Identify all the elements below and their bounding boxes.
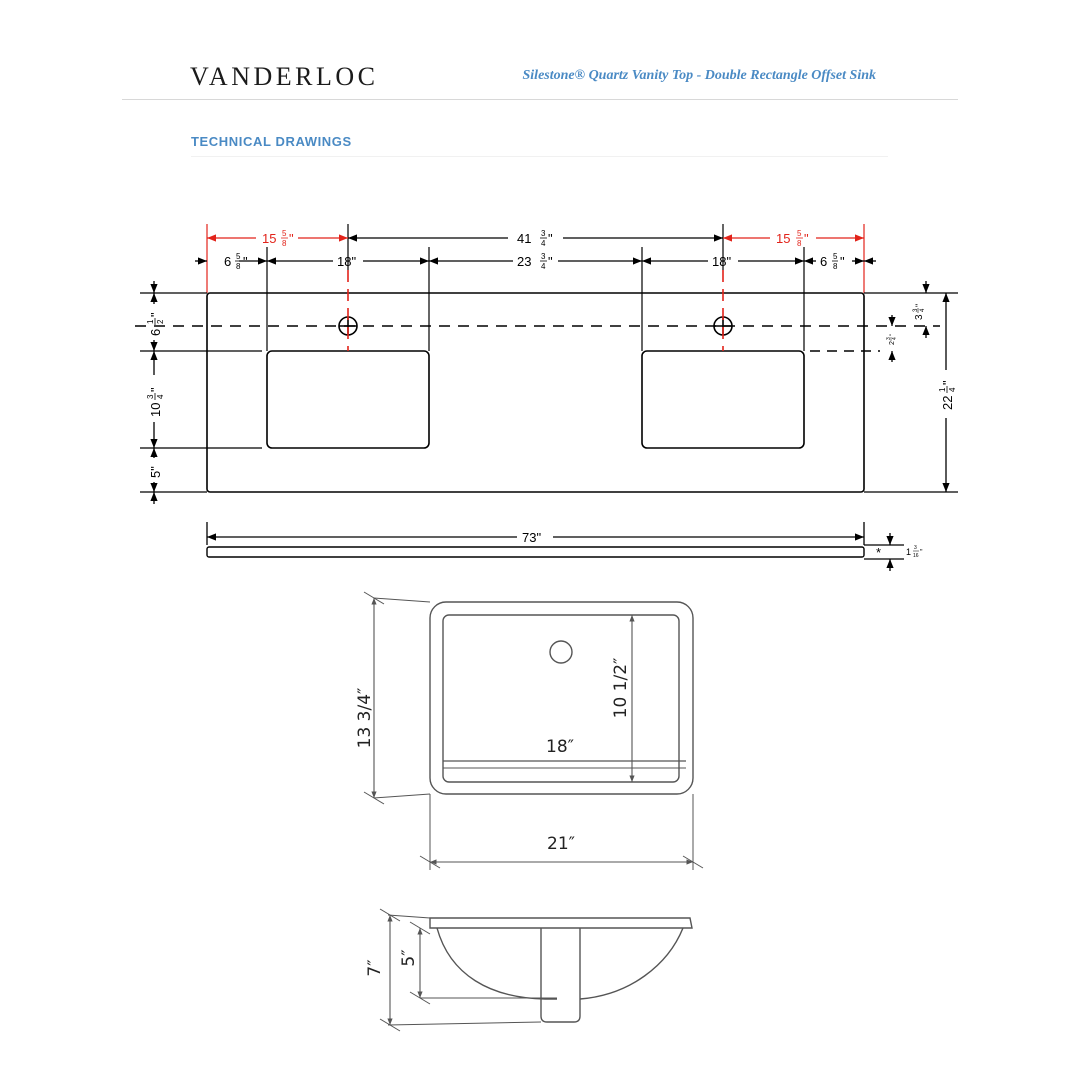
edge-to-bowl-right-label: 6 5 8 ": [820, 252, 845, 271]
left-bowl-cutout: [266, 350, 430, 449]
faucet-offset-left-unit: ": [289, 231, 294, 246]
edge-to-bowl-right-den: 8: [833, 262, 838, 271]
faucet-offset-left-whole: 15: [262, 231, 276, 246]
bowl-width-left-label: 18": [337, 254, 356, 269]
thickness-unit: ": [920, 549, 923, 556]
edge-to-bowl-left-num: 5: [236, 252, 241, 261]
faucet-spacing-num: 3: [541, 229, 546, 238]
bowl-depth-label: 10 3 4 ": [146, 387, 165, 417]
faucet-hole-to-bowl-label: 2 3 4 ": [886, 334, 898, 345]
back-to-faucet-hole-unit: ": [914, 304, 924, 307]
edge-to-bowl-left-whole: 6: [224, 254, 231, 269]
section-heading: TECHNICAL DRAWINGS: [191, 134, 352, 149]
left-vertical-dimensions: 6 1 2 " 10 3 4 " 5": [146, 281, 165, 504]
front-to-bowl-label: 5": [148, 466, 163, 478]
back-to-bowl-whole: 6: [148, 329, 163, 336]
faucet-hole-to-bowl-whole: 2: [889, 341, 896, 345]
right-vertical-dimensions: 3 3 4 " 2 3 4 " 22 1 4 ": [886, 281, 957, 492]
total-depth-den: 4: [948, 387, 957, 392]
edge-to-bowl-right-num: 5: [833, 252, 838, 261]
edge-to-bowl-left-unit: ": [243, 254, 248, 269]
vanity-top-front-view: 73" * 1 3 16 ": [206, 522, 923, 571]
brand-logo: VANDERLOC: [190, 62, 379, 91]
faucet-spacing-whole: 41: [517, 231, 531, 246]
document-title: Silestone® Quartz Vanity Top - Double Re…: [522, 68, 877, 83]
back-to-faucet-hole-den: 4: [920, 308, 926, 312]
sink-inner-width-label: 18″: [546, 737, 574, 757]
total-depth-unit: ": [940, 380, 955, 385]
back-to-faucet-hole-label: 3 3 4 ": [913, 304, 926, 320]
back-to-faucet-hole-num: 3: [913, 308, 919, 312]
sink-side-rim: [429, 917, 693, 929]
section-divider: [191, 156, 888, 157]
faucet-offset-left-label: 15 5 8 ": [262, 229, 294, 248]
sink-inner-depth-label: 10 1/2″: [611, 658, 631, 719]
faucet-spacing-unit: ": [548, 231, 553, 246]
bowl-spacing-whole: 23: [517, 254, 531, 269]
sink-bowl-depth-label: 5″: [399, 949, 419, 966]
back-to-bowl-label: 6 1 2 ": [146, 312, 165, 336]
faucet-hole-to-bowl-num: 3: [886, 337, 892, 340]
faucet-offset-right-num: 5: [797, 229, 802, 238]
faucet-offset-left-num: 5: [282, 229, 287, 238]
faucet-offset-right-label: 15 5 8 ": [776, 229, 809, 248]
bowl-spacing-label: 23 3 4 ": [517, 252, 553, 271]
bowl-depth-unit: ": [148, 387, 163, 392]
sink-top-view: 13 3/4″ 10 1/2″ 18″ 21″: [355, 591, 704, 870]
countertop-edge-profile: [206, 546, 865, 558]
back-to-bowl-num: 1: [146, 319, 155, 324]
faucet-dimension-row: 15 5 8 " 41 3 4 " 15 5 8 ": [207, 229, 864, 248]
back-to-faucet-hole-whole: 3: [914, 314, 925, 320]
edge-to-bowl-right-whole: 6: [820, 254, 827, 269]
sink-outer-rim: [429, 601, 694, 795]
sink-inner-bowl: [442, 614, 680, 783]
bowl-dimension-row: 6 5 8 " 18" 23 3 4 " 18" 6 5 8 ": [195, 252, 876, 271]
bowl-width-right-label: 18": [712, 254, 731, 269]
bowl-depth-num: 3: [146, 394, 155, 399]
thickness-den: 16: [913, 553, 919, 559]
faucet-hole-to-bowl-den: 4: [892, 337, 898, 340]
sink-drain-icon: [549, 640, 573, 664]
sink-outer-width-label: 21″: [547, 834, 575, 854]
back-to-bowl-den: 2: [156, 319, 165, 324]
thickness-marker: *: [876, 545, 881, 560]
edge-to-bowl-right-unit: ": [840, 254, 845, 269]
thickness-label: 1 3 16 ": [906, 545, 923, 559]
faucet-offset-left-den: 8: [282, 239, 287, 248]
total-depth-num: 1: [938, 387, 947, 392]
right-bowl-cutout: [641, 350, 805, 449]
faucet-spacing-den: 4: [541, 239, 546, 248]
faucet-hole-to-bowl-unit: ": [890, 334, 896, 336]
sink-side-bowl: [436, 927, 684, 1000]
sink-drain-tail: [540, 928, 581, 1023]
thickness-num: 3: [914, 545, 917, 551]
total-depth-label: 22 1 4 ": [938, 380, 957, 410]
faucet-offset-right-whole: 15: [776, 231, 790, 246]
bowl-spacing-den: 4: [541, 262, 546, 271]
sink-outer-depth-label: 13 3/4″: [355, 688, 375, 749]
sink-side-view: 7″ 5″: [365, 908, 693, 1032]
bowl-depth-den: 4: [156, 394, 165, 399]
header-divider: [122, 99, 958, 100]
sink-overall-height-label: 7″: [365, 959, 385, 976]
total-depth-whole: 22: [940, 396, 955, 410]
thickness-whole: 1: [906, 547, 911, 557]
bowl-spacing-unit: ": [548, 254, 553, 269]
faucet-offset-right-unit: ": [804, 231, 809, 246]
edge-to-bowl-left-label: 6 5 8 ": [224, 252, 248, 271]
faucet-offset-right-den: 8: [797, 239, 802, 248]
edge-to-bowl-left-den: 8: [236, 262, 241, 271]
total-width-label: 73": [522, 530, 541, 545]
faucet-spacing-label: 41 3 4 ": [517, 229, 553, 248]
back-to-bowl-unit: ": [148, 312, 163, 317]
countertop-outline: [206, 292, 865, 493]
bowl-depth-whole: 10: [148, 403, 163, 417]
bowl-spacing-num: 3: [541, 252, 546, 261]
